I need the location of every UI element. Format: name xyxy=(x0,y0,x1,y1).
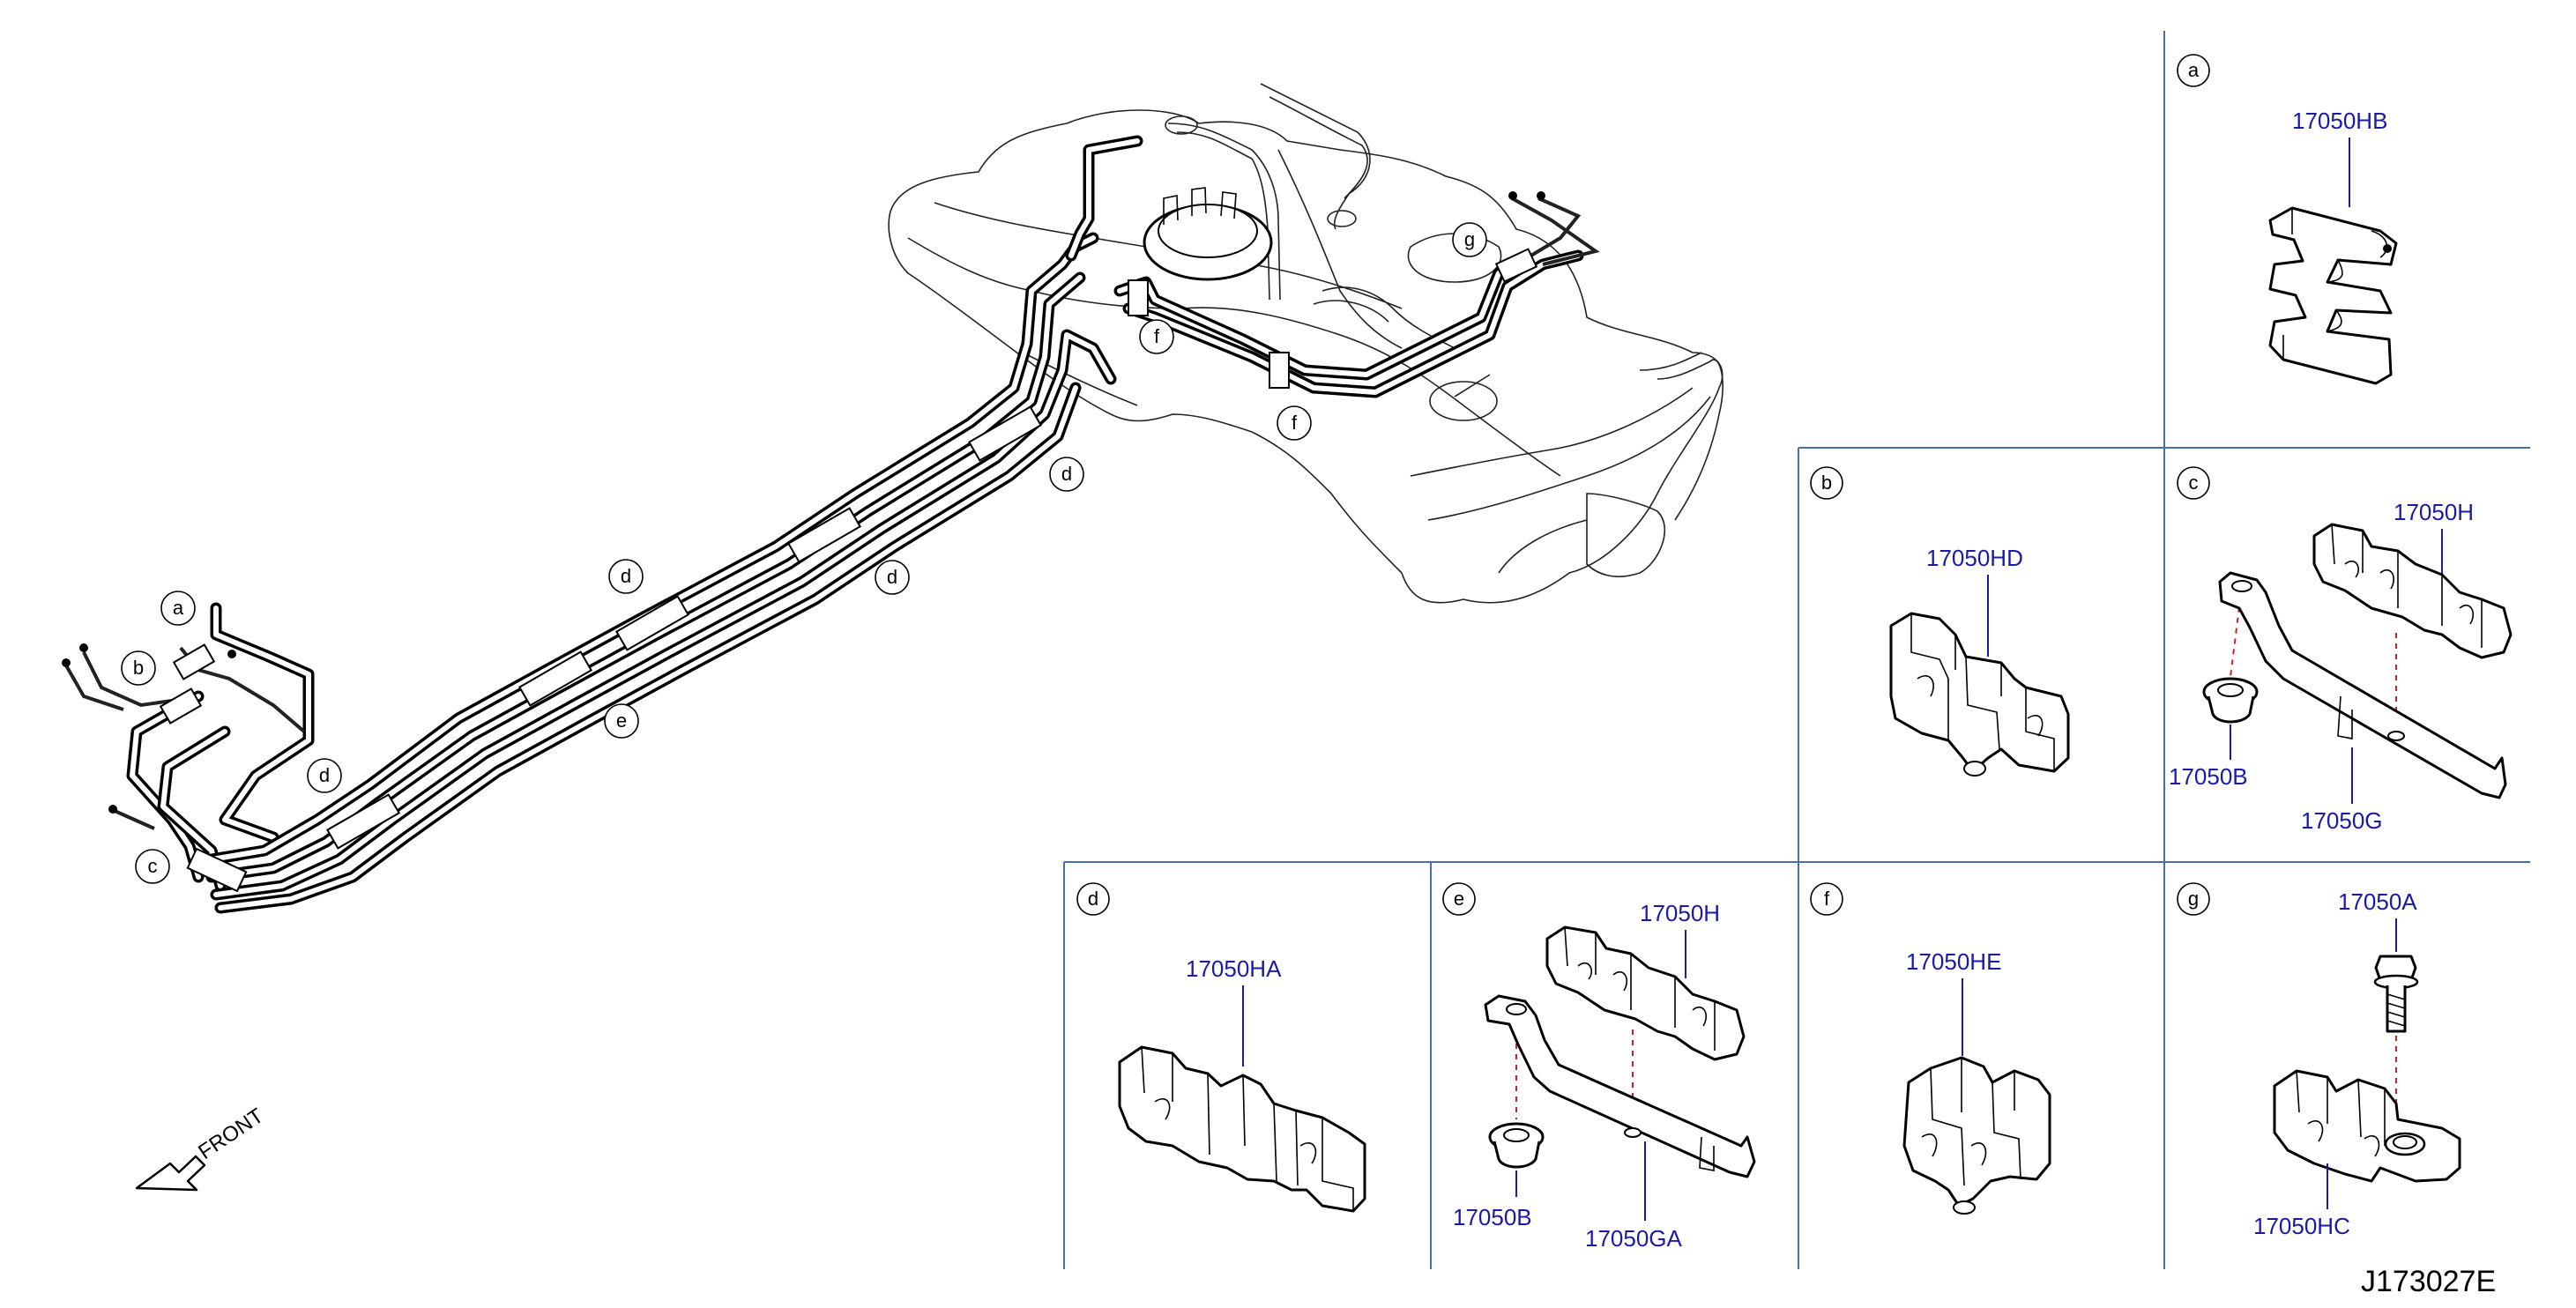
panel-c: c 17050H 17050B 17050G xyxy=(2169,466,2513,834)
svg-text:a: a xyxy=(173,597,184,619)
clamp-17050H xyxy=(1545,925,1746,1061)
svg-text:g: g xyxy=(2188,888,2199,910)
part-number: 17050G xyxy=(2301,807,2383,834)
grommet-17050B xyxy=(2202,677,2259,724)
svg-text:d: d xyxy=(887,566,897,588)
svg-text:f: f xyxy=(1292,412,1298,434)
panel-f: f 17050HE xyxy=(1810,882,2051,1215)
svg-text:f: f xyxy=(1824,888,1830,910)
diagram-code: J173027E xyxy=(2361,1265,2496,1298)
svg-text:f: f xyxy=(1154,325,1160,347)
svg-text:FRONT: FRONT xyxy=(194,1104,268,1164)
part-number: 17050HE xyxy=(1906,948,2001,975)
part-number: 17050A xyxy=(2338,888,2417,915)
svg-text:d: d xyxy=(621,565,631,587)
clamp-17050HB xyxy=(2268,206,2398,385)
svg-text:d: d xyxy=(1088,888,1098,910)
panel-d: d 17050HA xyxy=(1076,882,1366,1213)
callout-f: f xyxy=(1277,405,1312,441)
svg-text:c: c xyxy=(2189,472,2199,494)
panel-a: a 17050HB xyxy=(2177,54,2398,385)
svg-text:e: e xyxy=(1454,888,1464,910)
clamp-17050H xyxy=(2312,523,2513,659)
svg-text:g: g xyxy=(1464,228,1475,250)
svg-text:d: d xyxy=(319,764,330,786)
bracket-17050GA xyxy=(1484,994,1756,1178)
callout-g: g xyxy=(1452,222,1487,257)
callout-a: a xyxy=(160,591,196,626)
front-indicator: FRONT xyxy=(135,1104,268,1192)
svg-text:e: e xyxy=(616,710,627,732)
callout-d: d xyxy=(1049,457,1084,492)
callout-b: b xyxy=(121,650,156,686)
tube-clamps xyxy=(159,248,1538,893)
callout-f: f xyxy=(1139,319,1174,354)
callout-c: c xyxy=(135,849,170,884)
svg-text:a: a xyxy=(2188,59,2200,81)
fuel-tank xyxy=(888,83,1724,604)
callout-d: d xyxy=(875,560,910,595)
svg-text:b: b xyxy=(1821,472,1832,494)
part-number: 17050HB xyxy=(2292,108,2387,134)
part-number: 17050HC xyxy=(2253,1213,2350,1239)
svg-text:b: b xyxy=(133,657,144,679)
svg-text:c: c xyxy=(148,855,158,877)
part-number: 17050HA xyxy=(1186,955,1282,982)
clamp-17050HD xyxy=(1889,612,2070,777)
bolt-17050A xyxy=(2373,955,2419,1033)
bracket-17050G xyxy=(2218,571,2507,799)
part-number: 17050H xyxy=(1640,900,1720,926)
clamp-17050HC xyxy=(2273,1069,2461,1183)
clamp-17050HE xyxy=(1902,1056,2051,1215)
panel-frames xyxy=(1063,31,2530,1269)
part-number: 17050H xyxy=(2394,499,2474,525)
clamp-17050HA xyxy=(1118,1045,1366,1213)
callout-e: e xyxy=(604,703,639,739)
panel-g: g 17050A 17050HC xyxy=(2177,882,2461,1239)
panel-e: e 17050H 17050B 17050GA xyxy=(1442,882,1756,1252)
callout-d: d xyxy=(307,758,342,793)
part-number: 17050HD xyxy=(1926,545,2023,571)
part-number: 17050GA xyxy=(1585,1225,1683,1252)
svg-text:d: d xyxy=(1061,463,1072,485)
callouts: a b c d d d d e f f g xyxy=(121,222,1487,884)
grommet-17050B xyxy=(1488,1122,1545,1169)
panel-b: b 17050HD xyxy=(1810,466,2070,777)
callout-d: d xyxy=(608,559,644,594)
part-number: 17050B xyxy=(1453,1204,1532,1230)
part-number: 17050B xyxy=(2169,763,2248,790)
front-arrow-icon xyxy=(135,1155,206,1192)
